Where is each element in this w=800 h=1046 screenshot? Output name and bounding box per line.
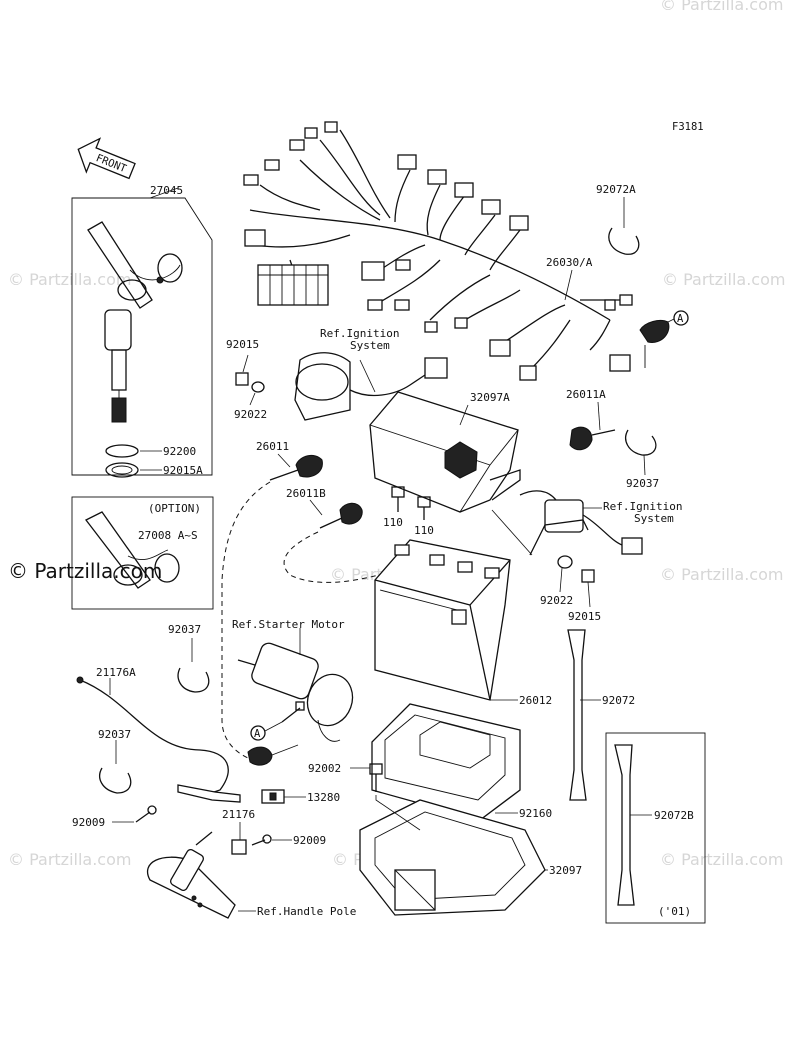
watermark-faint: © Partzilla.com (8, 270, 131, 289)
label-92015A: 92015A (163, 464, 203, 477)
option-group (71, 496, 214, 610)
label-110-a: 110 (383, 516, 403, 529)
clamp-92037-mid (177, 638, 210, 693)
label-110-b: 110 (414, 524, 434, 537)
watermark-faint: © Partzilla.com (662, 270, 785, 289)
watermark-brand: © Partzilla.com (8, 559, 162, 583)
battery-cover-32097A (369, 391, 521, 513)
callout-a-top: A (639, 310, 689, 368)
label-92015-left: 92015 (226, 338, 259, 351)
battery-cable-26011 (221, 453, 323, 759)
ignition-switch-group (71, 187, 213, 478)
callout-a-bottom-label: A (254, 728, 261, 740)
ref-ignition-top-2: System (350, 339, 390, 352)
label-26011A: 26011A (566, 388, 606, 401)
ref-starter-motor: Ref.Starter Motor (232, 618, 345, 631)
label-26030: 26030/A (546, 256, 593, 269)
starter-relay (491, 490, 643, 556)
watermark-faint: © Partzilla.com (660, 565, 783, 584)
clamp-92037-lower (99, 740, 132, 794)
label-92037-right: 92037 (626, 477, 659, 490)
label-27008: 27008 A~S (138, 529, 198, 542)
nut-washer-right (557, 555, 595, 608)
label-92022-right: 92022 (540, 594, 573, 607)
label-92200: 92200 (163, 445, 196, 458)
callout-a-top-label: A (677, 313, 684, 325)
label-92072: 92072 (602, 694, 635, 707)
ref-ignition-right-1: Ref.Ignition (603, 500, 682, 513)
ref-ignition-right-2: System (634, 512, 674, 525)
bolt-92002 (350, 763, 383, 792)
label-21176A: 21176A (96, 666, 136, 679)
label-01: ('01) (658, 905, 691, 918)
bolts-110 (391, 486, 431, 520)
label-92009-left: 92009 (72, 816, 105, 829)
strap-92072B-group (605, 732, 706, 924)
battery-26012 (374, 539, 518, 701)
label-27045: 27045 (150, 184, 183, 197)
battery-case-32097 (359, 795, 548, 916)
label-92002: 92002 (308, 762, 341, 775)
label-92037-lower: 92037 (98, 728, 131, 741)
label-92160: 92160 (519, 807, 552, 820)
clamp-92072A (608, 197, 640, 255)
label-32097: 32097 (549, 864, 582, 877)
ref-handle-pole: Ref.Handle Pole (257, 905, 356, 918)
battery-tray-92160 (371, 703, 521, 821)
handle-pole-sensor (147, 822, 292, 919)
starter-motor: A (237, 628, 354, 766)
ignition-coil-top (294, 352, 448, 421)
label-32097A: 32097A (470, 391, 510, 404)
watermark-faint: © Partzilla.com (8, 850, 131, 869)
battery-cable-26011B (283, 499, 411, 583)
label-option: (OPTION) (148, 502, 201, 515)
wiring-harness (243, 121, 633, 381)
figure-code: F3181 (672, 121, 704, 133)
front-arrow: FRONT (77, 137, 136, 180)
lead-21176A (76, 676, 241, 803)
ref-ignition-top-1: Ref.Ignition (320, 327, 399, 340)
clamp-92037-right (625, 429, 657, 476)
screw-92009-left (112, 805, 157, 823)
nut-washer-left (235, 354, 265, 406)
label-92015-right: 92015 (568, 610, 601, 623)
label-26012: 26012 (519, 694, 552, 707)
label-13280: 13280 (307, 791, 340, 804)
part-13280 (261, 789, 306, 804)
label-92072A: 92072A (596, 183, 636, 196)
strap-92072 (567, 629, 601, 801)
label-26011: 26011 (256, 440, 289, 453)
battery-cable-26011A (569, 401, 616, 451)
label-92009-right: 92009 (293, 834, 326, 847)
label-26011B: 26011B (286, 487, 326, 500)
label-92022-left: 92022 (234, 408, 267, 421)
watermark-faint: © Partzilla.com (660, 850, 783, 869)
label-21176: 21176 (222, 808, 255, 821)
watermark-faint: © Partzilla.com (660, 0, 783, 14)
label-92072B: 92072B (654, 809, 694, 822)
label-92037-mid: 92037 (168, 623, 201, 636)
